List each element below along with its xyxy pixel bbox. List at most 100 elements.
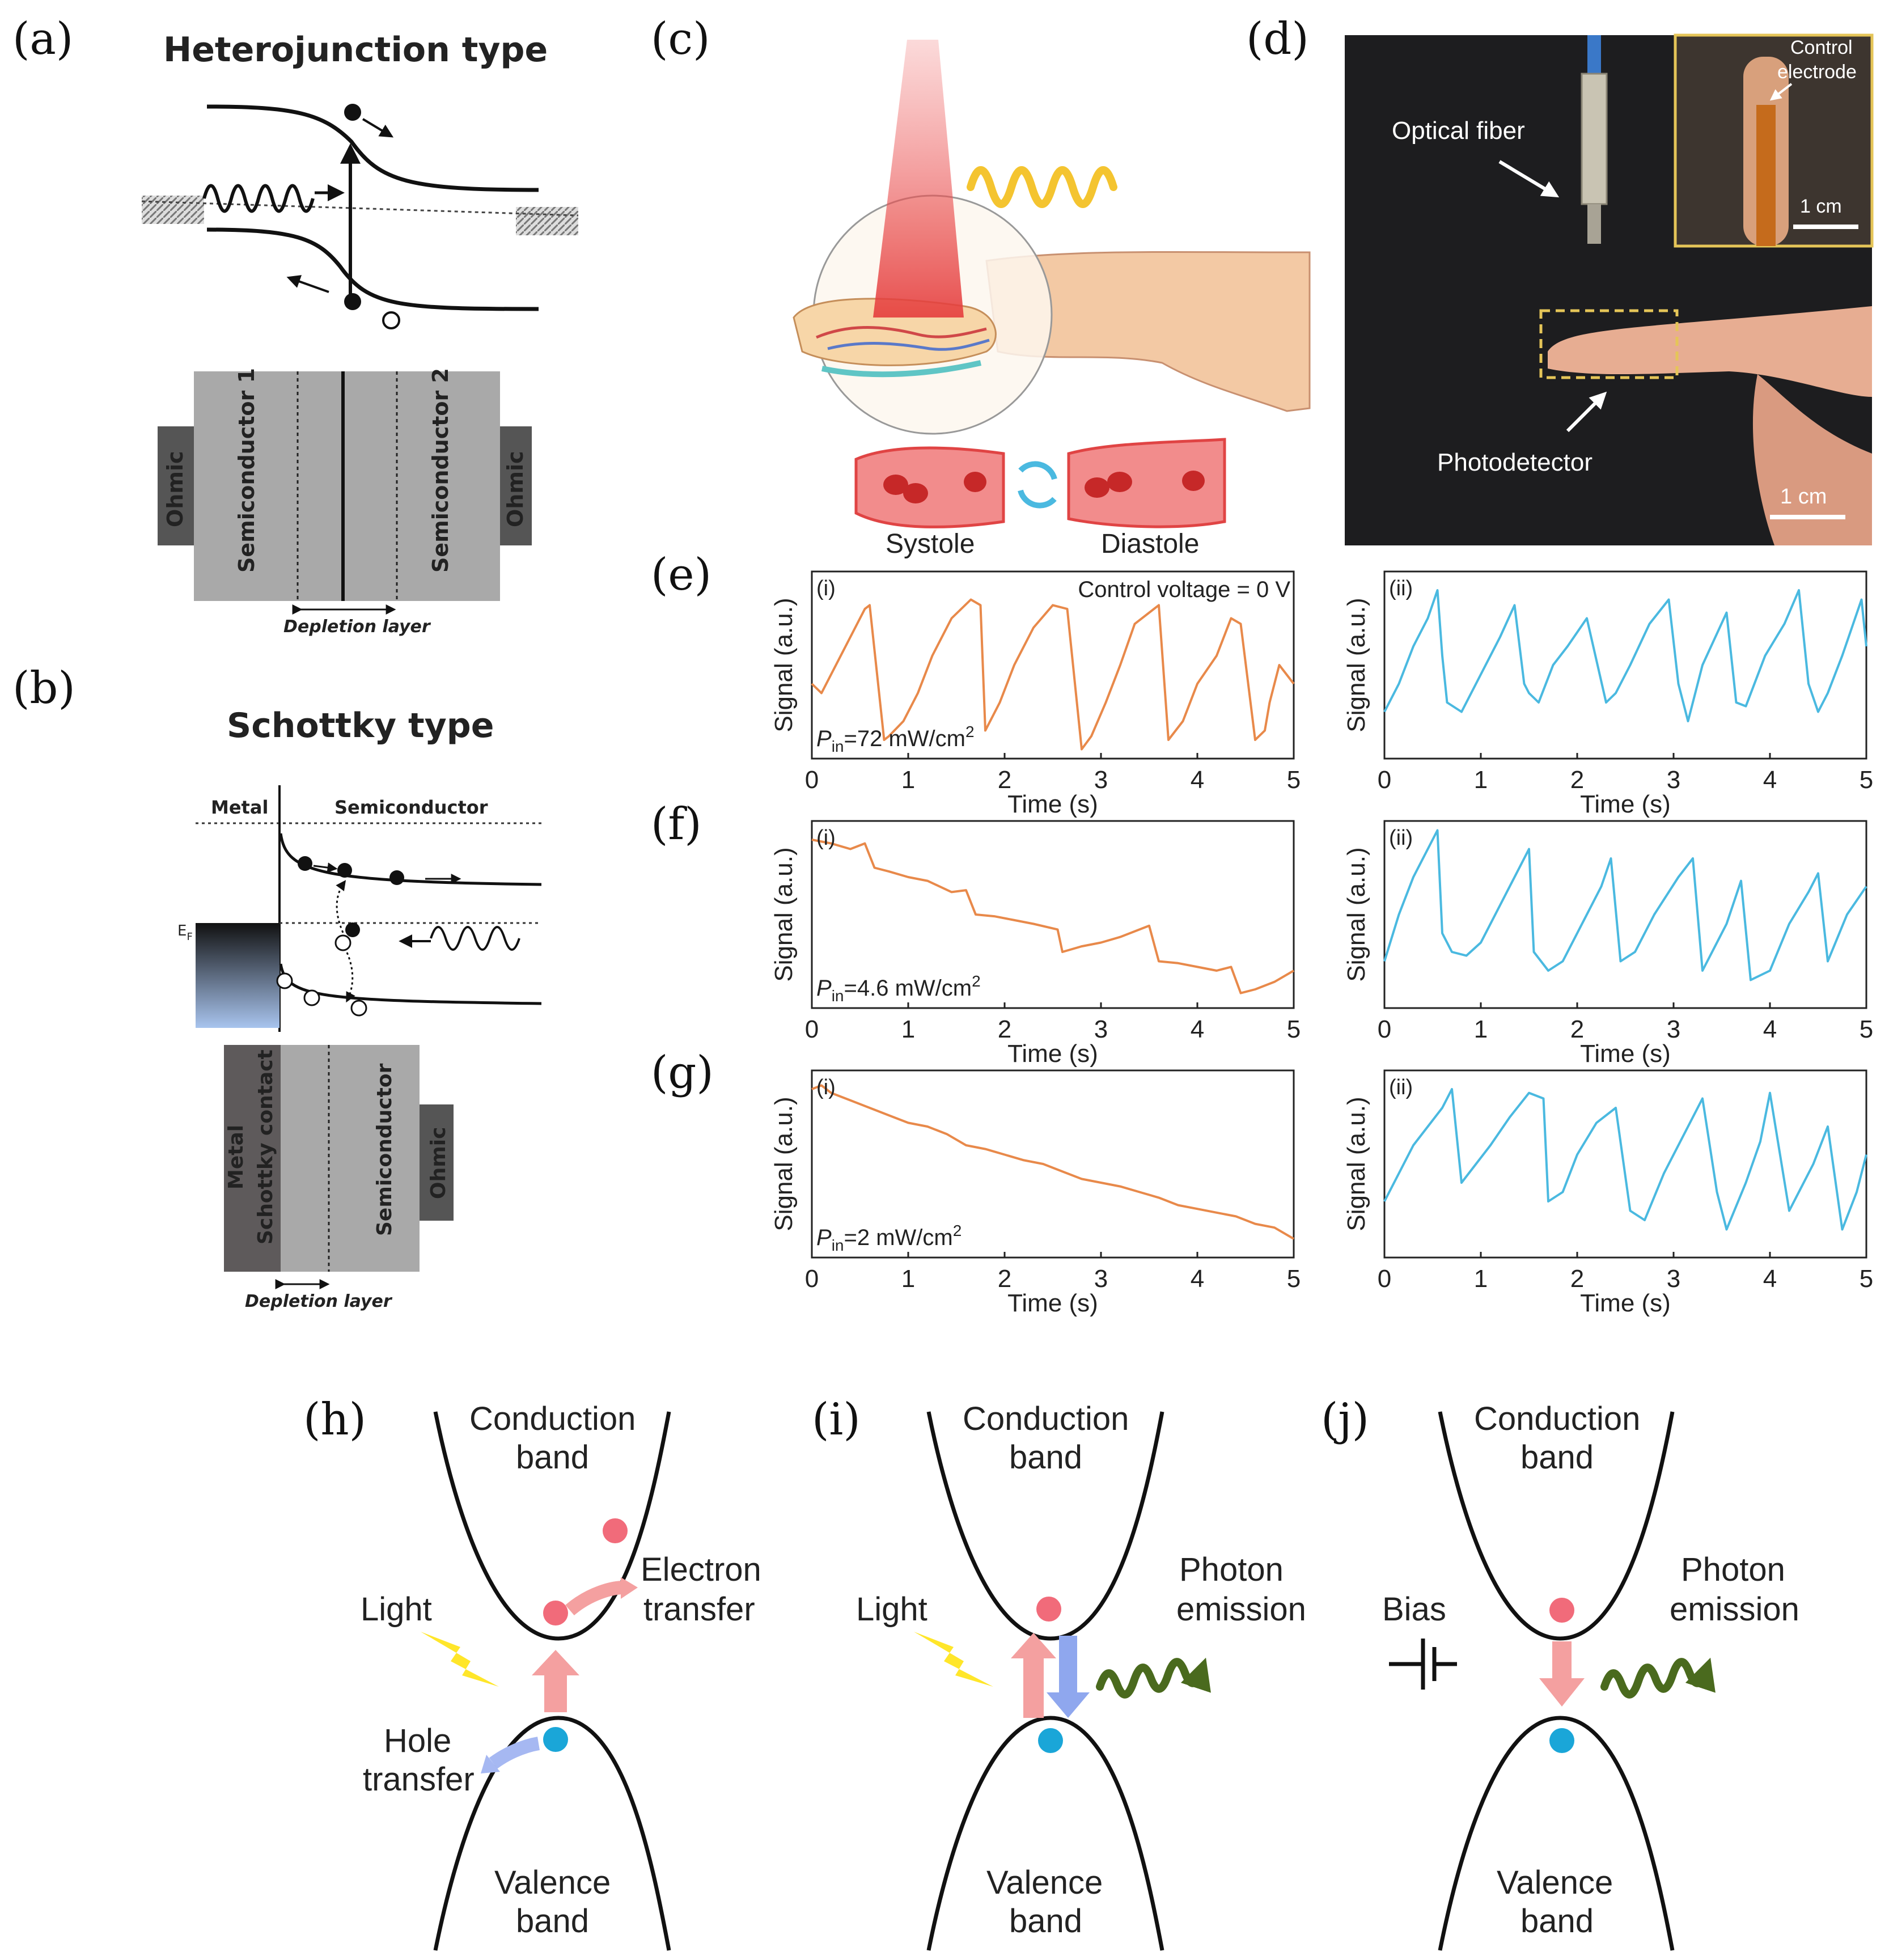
x-tick-label: 3	[1667, 1265, 1680, 1293]
cycle-arrow-icon	[1018, 489, 1057, 509]
valence-label: Valence	[1497, 1864, 1613, 1901]
plot-frame	[811, 1069, 1295, 1259]
conduction-band-curve	[279, 833, 542, 886]
x-axis-label: Time (s)	[1007, 1289, 1098, 1317]
x-tick-label: 0	[1378, 766, 1391, 794]
plot-frame	[1383, 570, 1867, 760]
electron-transfer-arrowhead	[621, 1577, 638, 1599]
panel-label-j: (j)	[1321, 1394, 1369, 1445]
vessel-systole	[854, 446, 1005, 528]
x-tick-label: 0	[805, 1015, 819, 1043]
panel-b: (b) Schottky type Metal Semiconductor EF…	[12, 663, 542, 1311]
systole-label: Systole	[886, 529, 975, 559]
photon-emission-label: emission	[1670, 1591, 1799, 1628]
photon-emission-label: emission	[1176, 1591, 1306, 1628]
y-axis-label: Signal (a.u.)	[770, 847, 798, 981]
hole-icon	[1038, 1728, 1063, 1753]
photon-label: Photon	[1179, 1551, 1284, 1588]
electron-icon	[543, 1601, 568, 1625]
ohmic-label: Ohmic	[427, 1127, 450, 1199]
semiconductor-block	[281, 1045, 420, 1272]
x-axis-label: Time (s)	[1580, 790, 1671, 818]
conduction-band-parabola	[433, 1411, 671, 1641]
hand-photo	[1752, 374, 1872, 545]
excitation-arrow	[1011, 1633, 1056, 1718]
panel-label-b: (b)	[12, 663, 75, 714]
y-axis-label: Signal (a.u.)	[1342, 598, 1370, 732]
electrode-label: electrode	[1777, 61, 1857, 83]
control-voltage-annotation: Control voltage = 0 V	[1078, 577, 1290, 602]
hole-transfer-label: transfer	[363, 1761, 475, 1798]
main-scale-label: 1 cm	[1780, 485, 1827, 509]
x-tick-label: 0	[1378, 1265, 1391, 1293]
finger-photo	[1548, 306, 1872, 397]
electron-icon	[298, 856, 312, 871]
red-blood-cell-icon	[883, 475, 908, 495]
x-tick-label: 5	[1860, 1265, 1873, 1293]
series-line	[1383, 829, 1867, 981]
fiber-cable	[1587, 35, 1601, 75]
y-axis-label: Signal (a.u.)	[770, 1097, 798, 1231]
panel-label-e: (e)	[651, 549, 711, 600]
x-tick-label: 2	[1570, 1265, 1584, 1293]
x-tick-label: 5	[1287, 1265, 1301, 1293]
x-axis-label: Time (s)	[1580, 1040, 1671, 1068]
panel-i: (i) Conduction band Valence band Light P…	[812, 1394, 1306, 1951]
plot-frame	[811, 820, 1295, 1009]
vein-icon	[827, 338, 990, 351]
hole-icon	[303, 989, 320, 1006]
light-bolt-icon	[421, 1632, 499, 1687]
photon-wave-icon	[430, 926, 520, 951]
series-line	[811, 1084, 1295, 1240]
conduction-band-curve	[206, 104, 539, 192]
panel-b-title: Schottky type	[227, 706, 494, 746]
electron-icon	[389, 870, 404, 885]
panel-a: (a) Heterojunction type Ohmic Semiconduc…	[12, 14, 579, 637]
fermi-level	[141, 200, 579, 217]
optical-fiber-arrow	[1498, 160, 1560, 198]
inset-device	[1756, 105, 1776, 246]
x-tick-label: 1	[1474, 1265, 1488, 1293]
x-tick-label: 4	[1191, 1265, 1204, 1293]
ohmic-label-left: Ohmic	[163, 451, 188, 527]
x-tick-label: 3	[1094, 1265, 1108, 1293]
power-density-label: Pin=72 mW/cm2	[816, 723, 975, 755]
x-tick-label: 2	[1570, 766, 1584, 794]
subplot-label: (ii)	[1389, 1076, 1413, 1099]
hole-icon	[334, 934, 351, 951]
panel-j: (j) Conduction band Valence band Bias Ph…	[1321, 1394, 1799, 1951]
fiber-tip	[1587, 204, 1601, 244]
electron-icon	[1549, 1598, 1574, 1623]
recombination-arrow	[1047, 1636, 1090, 1718]
electron-icon	[1036, 1597, 1061, 1622]
schottky-contact-label: Schottky contact	[254, 1049, 277, 1244]
subplot-label: (i)	[816, 577, 836, 600]
x-tick-label: 1	[1474, 766, 1488, 794]
subplot-label: (i)	[816, 826, 836, 850]
plot-frame	[1383, 1069, 1867, 1259]
red-blood-cell-icon	[903, 483, 928, 503]
vessel-diastole	[1067, 438, 1226, 528]
x-tick-label: 0	[1378, 1015, 1391, 1043]
valence-band-parabola	[926, 1716, 1164, 1951]
x-tick-label: 1	[901, 1015, 915, 1043]
ohmic-contact-right	[500, 426, 532, 545]
panel-label-h: (h)	[303, 1394, 366, 1445]
capacitor-icon	[1389, 1639, 1457, 1690]
x-axis-label: Time (s)	[1007, 790, 1098, 818]
series-line	[811, 598, 1295, 751]
photon-emission-icon	[1096, 1657, 1211, 1699]
power-density-label: Pin=4.6 mW/cm2	[816, 972, 981, 1005]
x-tick-label: 2	[998, 1265, 1011, 1293]
contact-hatch-right	[516, 207, 578, 235]
conduction-band-label: band	[1520, 1439, 1594, 1476]
panel-a-title: Heterojunction type	[163, 30, 548, 70]
x-tick-label: 2	[998, 1015, 1011, 1043]
panel-label-a: (a)	[12, 14, 73, 65]
y-axis-label: Signal (a.u.)	[1342, 847, 1370, 981]
power-density-label: Pin=2 mW/cm2	[816, 1222, 962, 1254]
electrode-arrow	[1769, 83, 1793, 101]
